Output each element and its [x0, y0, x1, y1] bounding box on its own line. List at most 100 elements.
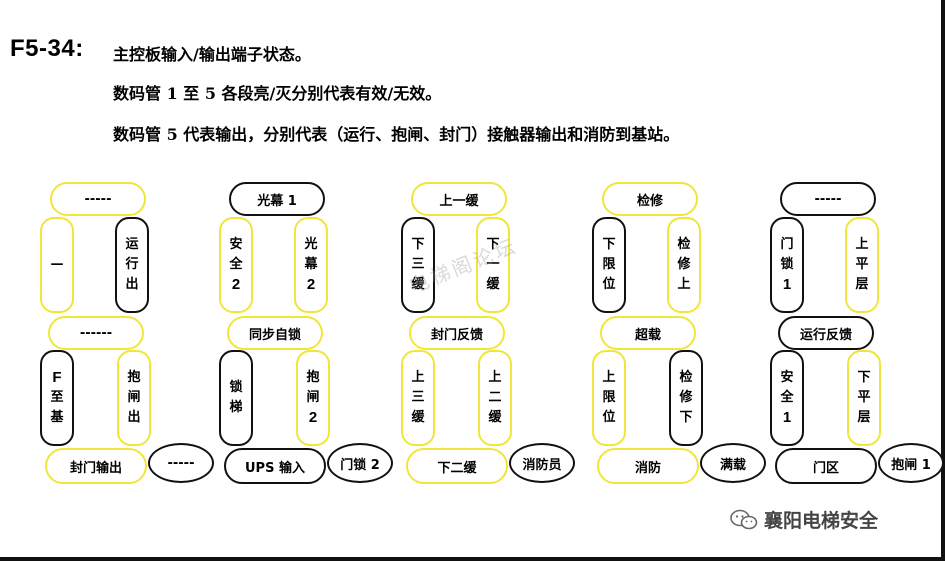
segment-char: —	[50, 257, 64, 272]
segment-char: 缓	[488, 410, 502, 425]
segment-char: 抱	[127, 370, 141, 385]
segment-char: 缓	[411, 410, 425, 425]
digit-5-segment-upper-left: 门锁 1	[770, 217, 804, 313]
segment-char: 修	[679, 390, 693, 405]
segment-char: 限	[602, 257, 616, 272]
segment-char: 闸	[306, 390, 320, 405]
segment-char: 位	[602, 410, 616, 425]
parameter-code: F5-34:	[10, 35, 84, 62]
digit-5-decimal-point: 抱闸 1	[878, 443, 944, 483]
segment-char: 锁	[780, 257, 794, 272]
segment-char: 门	[780, 237, 794, 252]
digit-1-segment-upper-left: —	[40, 217, 74, 313]
segment-char: 锁	[229, 380, 243, 395]
description-line-1: 主控板输入/输出端子状态。	[113, 45, 311, 64]
segment-char: 限	[602, 390, 616, 405]
segment-char: 2	[231, 276, 241, 293]
segment-char: 层	[855, 277, 869, 292]
digit-4-segment-middle: 超载	[600, 316, 696, 350]
digit-3-segment-bottom: 下二缓	[406, 448, 508, 484]
segment-char: 上	[855, 237, 869, 252]
segment-char: 运	[125, 237, 139, 252]
segment-char: 二	[488, 390, 502, 405]
segment-char: 上	[488, 370, 502, 385]
digit-1-segment-middle: ------	[48, 316, 144, 350]
segment-char: F	[52, 369, 62, 386]
segment-char: 闸	[127, 390, 141, 405]
segment-char: 三	[411, 390, 425, 405]
segment-char: 平	[855, 257, 869, 272]
segment-char: 上	[411, 370, 425, 385]
segment-char: 下	[486, 237, 500, 252]
segment-char: 下	[679, 410, 693, 425]
digit-3-segment-middle: 封门反馈	[409, 316, 505, 350]
segment-char: 上	[677, 277, 691, 292]
segment-char: 下	[602, 237, 616, 252]
segment-char: 幕	[304, 257, 318, 272]
segment-char: 检	[677, 237, 691, 252]
digit-5-segment-lower-left: 安全 1	[770, 350, 804, 446]
digit-1-segment-upper-right: 运行出	[115, 217, 149, 313]
digit-3-segment-lower-left: 上三缓	[401, 350, 435, 446]
digit-4-segment-upper-left: 下限位	[592, 217, 626, 313]
segment-char: 基	[50, 410, 64, 425]
description-line-3: 数码管 5 代表输出，分别代表（运行、抱闸、封门）接触器输出和消防到基站。	[113, 125, 680, 144]
digit-5-segment-top: -----	[780, 182, 876, 216]
segment-char: 2	[308, 409, 318, 426]
digit-2-decimal-point: 门锁 2	[327, 443, 393, 483]
segment-char: 梯	[229, 400, 243, 415]
digit-1-segment-top: -----	[50, 182, 146, 216]
digit-3-segment-upper-right: 下一缓	[476, 217, 510, 313]
digit-2-segment-lower-left: 锁梯	[219, 350, 253, 446]
brand-mark: 襄阳电梯安全	[730, 506, 878, 533]
digit-5-segment-lower-right: 下平层	[847, 350, 881, 446]
segment-char: 2	[306, 276, 316, 293]
segment-char: 上	[602, 370, 616, 385]
description-line-2: 数码管 1 至 5 各段亮/灭分别代表有效/无效。	[113, 84, 442, 103]
digit-5-segment-middle: 运行反馈	[778, 316, 874, 350]
digit-2-segment-lower-right: 抱闸 2	[296, 350, 330, 446]
digit-2-segment-bottom: UPS 输入	[224, 448, 326, 484]
wechat-icon	[730, 509, 758, 529]
digit-4-segment-bottom: 消防	[597, 448, 699, 484]
digit-2-segment-top: 光幕 1	[229, 182, 325, 216]
segment-char: 全	[780, 390, 794, 405]
segment-char: 安	[229, 237, 243, 252]
segment-char: 三	[411, 257, 425, 272]
segment-char: 安	[780, 370, 794, 385]
brand-name: 襄阳电梯安全	[764, 510, 879, 532]
digit-4-segment-upper-right: 检修上	[667, 217, 701, 313]
digit-3-decimal-point: 消防员	[509, 443, 575, 483]
digit-5-segment-upper-right: 上平层	[845, 217, 879, 313]
digit-4-segment-lower-left: 上限位	[592, 350, 626, 446]
segment-char: 缓	[486, 277, 500, 292]
segment-char: 出	[127, 410, 141, 425]
segment-char: 1	[782, 276, 792, 293]
segment-char: 平	[857, 390, 871, 405]
digit-5-segment-bottom: 门区	[775, 448, 877, 484]
digit-4-segment-lower-right: 检修下	[669, 350, 703, 446]
segment-char: 修	[677, 257, 691, 272]
segment-char: 行	[125, 257, 139, 272]
digit-3-segment-top: 上一缓	[411, 182, 507, 216]
digit-4-decimal-point: 满载	[700, 443, 766, 483]
segment-char: 下	[857, 370, 871, 385]
digit-3-segment-lower-right: 上二缓	[478, 350, 512, 446]
digit-3-segment-upper-left: 下三缓	[401, 217, 435, 313]
digit-1-decimal-point: -----	[148, 443, 214, 483]
digit-2-segment-upper-right: 光幕 2	[294, 217, 328, 313]
segment-char: 1	[782, 409, 792, 426]
digit-1-segment-bottom: 封门输出	[45, 448, 147, 484]
segment-char: 光	[304, 237, 318, 252]
segment-char: 下	[411, 237, 425, 252]
digit-1-segment-lower-right: 抱闸出	[117, 350, 151, 446]
segment-char: 一	[486, 257, 500, 272]
digit-4-segment-top: 检修	[602, 182, 698, 216]
segment-char: 位	[602, 277, 616, 292]
segment-char: 抱	[306, 370, 320, 385]
segment-char: 层	[857, 410, 871, 425]
digit-2-segment-middle: 同步自锁	[227, 316, 323, 350]
